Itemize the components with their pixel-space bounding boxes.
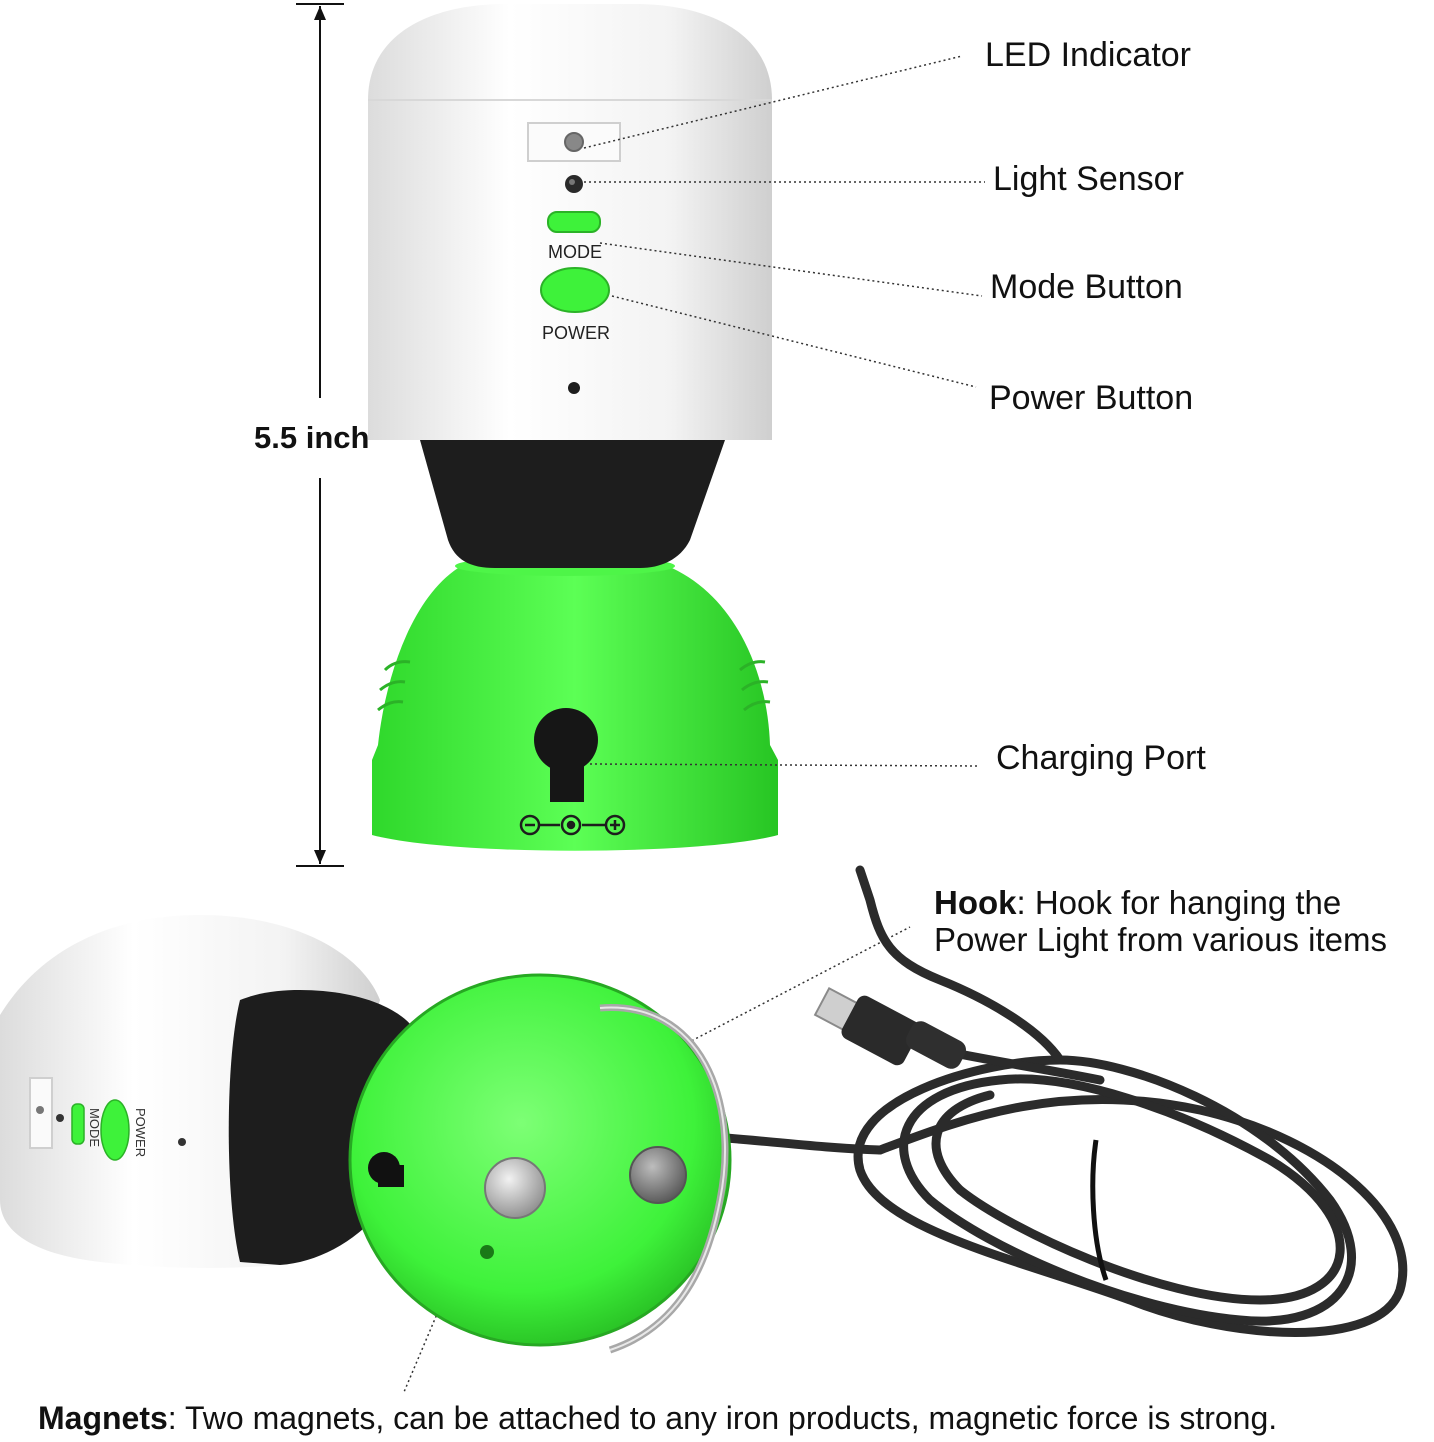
mode-button-label: Mode Button	[990, 268, 1183, 306]
black-neck	[420, 440, 725, 568]
led-indicator-label: LED Indicator	[985, 36, 1191, 74]
dimension-marker	[296, 3, 344, 867]
power-text: POWER	[542, 323, 610, 343]
dimension-label: 5.5 inch	[254, 420, 370, 455]
magnets-title: Magnets	[38, 1400, 168, 1436]
magnet-left	[484, 1157, 546, 1219]
magnet-right	[629, 1146, 687, 1204]
polarity-symbol	[519, 814, 626, 836]
power-button-label: Power Button	[989, 379, 1194, 417]
charging-port-label: Charging Port	[996, 739, 1206, 777]
hook-caption: Hook: Hook for hanging the Power Light f…	[934, 884, 1387, 958]
lamp-upright: MODE POWER	[368, 4, 778, 851]
power-button[interactable]	[540, 267, 610, 313]
hook-title: Hook	[934, 884, 1017, 921]
power-text-lying: POWER	[133, 1108, 148, 1157]
mode-button[interactable]	[547, 211, 601, 233]
hook-line1: : Hook for hanging the	[1016, 884, 1342, 921]
light-sensor-label: Light Sensor	[993, 160, 1184, 198]
mode-text-lying: MODE	[87, 1108, 102, 1147]
magnets-caption: Magnets: Two magnets, can be attached to…	[38, 1400, 1277, 1437]
dc-plug	[813, 986, 967, 1069]
charging-port	[534, 708, 598, 802]
green-ball	[350, 975, 730, 1345]
mode-text: MODE	[548, 242, 602, 262]
green-base	[372, 558, 778, 851]
lamp-lying: MODE POWER	[0, 865, 1408, 1354]
hook-line2: Power Light from various items	[934, 921, 1387, 958]
magnets-description: : Two magnets, can be attached to any ir…	[167, 1400, 1278, 1436]
